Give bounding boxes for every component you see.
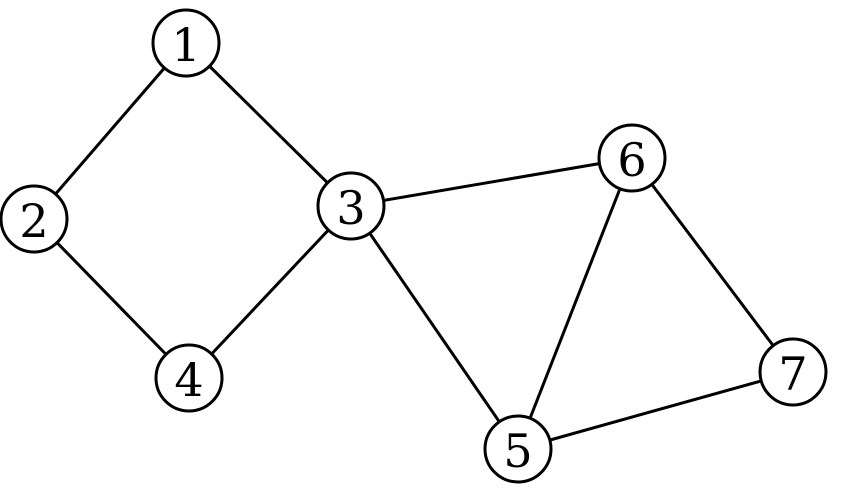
node-4: 4 (154, 343, 224, 413)
edge-6-7 (630, 157, 795, 373)
node-label-5: 5 (503, 424, 532, 478)
node-circle-5 (483, 414, 553, 484)
edge-1-3 (184, 41, 353, 208)
edge-1-2 (32, 42, 188, 220)
node-circle-6 (597, 123, 667, 193)
nodes-layer: 1 2 3 4 5 6 7 (0, 8, 828, 484)
node-1: 1 (151, 8, 221, 78)
edge-3-5 (349, 205, 520, 450)
edge-3-4 (187, 204, 353, 380)
node-3: 3 (316, 171, 386, 241)
node-label-3: 3 (336, 181, 365, 235)
edge-2-4 (32, 217, 191, 380)
node-2: 2 (0, 184, 69, 254)
node-label-7: 7 (778, 347, 807, 401)
node-label-4: 4 (174, 353, 203, 407)
edges-layer (32, 41, 795, 451)
node-7: 7 (758, 337, 828, 407)
edge-5-7 (517, 370, 794, 451)
edge-3-6 (350, 156, 633, 208)
node-circle-3 (316, 171, 386, 241)
node-circle-4 (154, 343, 224, 413)
edge-6-5 (516, 157, 634, 450)
node-6: 6 (597, 123, 667, 193)
node-circle-1 (151, 8, 221, 78)
node-label-2: 2 (19, 194, 48, 248)
node-label-1: 1 (171, 18, 200, 72)
node-circle-7 (758, 337, 828, 407)
node-circle-2 (0, 184, 69, 254)
node-label-6: 6 (617, 133, 646, 187)
node-5: 5 (483, 414, 553, 484)
